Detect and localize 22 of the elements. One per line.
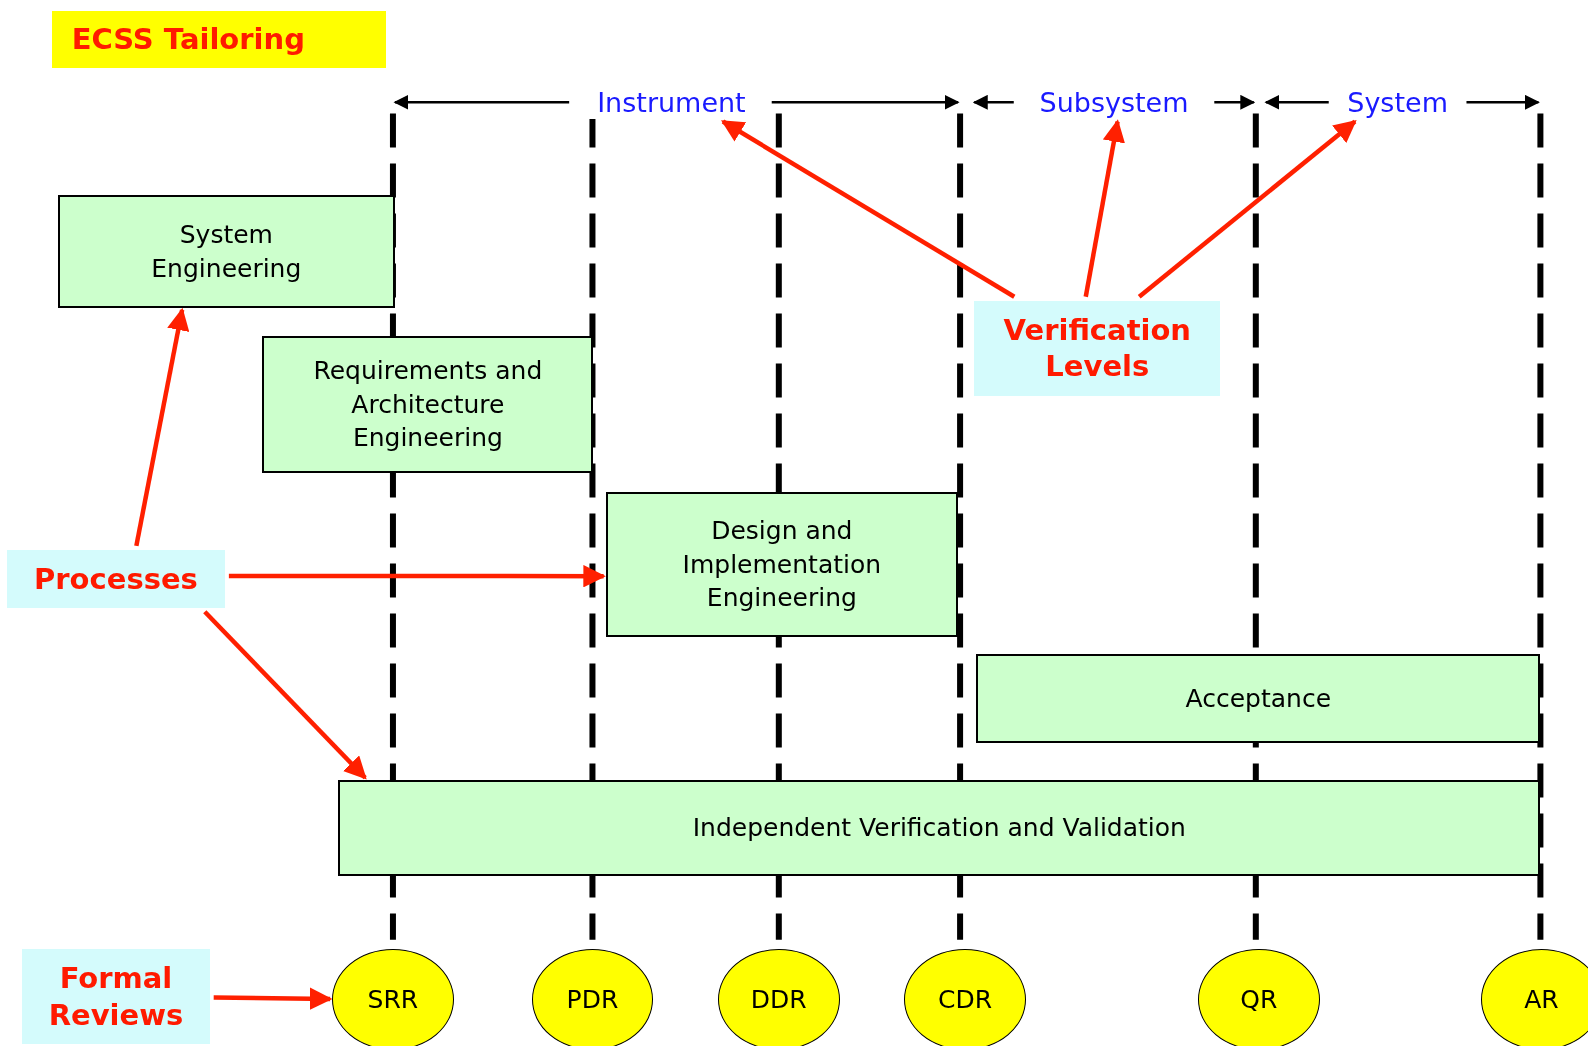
callout-box: Verification Levels: [974, 300, 1221, 396]
review-ellipse: AR: [1480, 948, 1588, 1046]
callout-box: Formal Reviews: [22, 948, 210, 1045]
review-ellipse: DDR: [718, 948, 840, 1046]
arrow: [1083, 119, 1125, 298]
callout-box: Processes: [7, 549, 225, 608]
title-banner: ECSS Tailoring: [51, 11, 386, 68]
review-ellipse: SRR: [332, 948, 454, 1046]
process-box: Requirements and Architecture Engineering: [262, 336, 594, 473]
process-box: Independent Verification and Validation: [338, 779, 1541, 876]
arrow: [213, 987, 333, 1010]
process-box: Acceptance: [976, 654, 1541, 744]
arrow: [203, 610, 367, 780]
review-ellipse: QR: [1198, 948, 1320, 1046]
arrow: [721, 119, 1016, 299]
arrow: [228, 564, 606, 588]
process-box: System Engineering: [57, 195, 395, 308]
arrow: [134, 307, 190, 547]
arrow: [1137, 119, 1357, 299]
review-ellipse: PDR: [531, 948, 654, 1046]
review-ellipse: CDR: [904, 948, 1026, 1046]
process-box: Design and Implementation Engineering: [605, 492, 959, 637]
